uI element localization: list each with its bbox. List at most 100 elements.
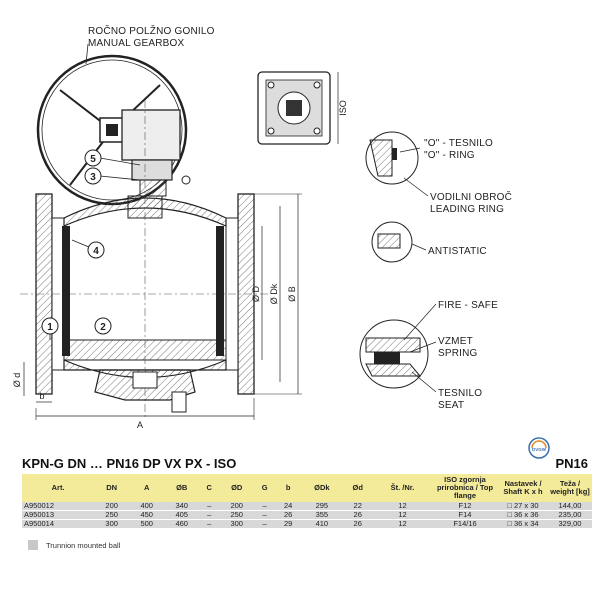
table-cell: 26 xyxy=(342,519,374,529)
table-cell: 24 xyxy=(275,502,302,511)
table-cell: – xyxy=(254,502,276,511)
table-cell: A950013 xyxy=(22,510,95,520)
leading-ring-label-sl: VODILNI OBROČ xyxy=(430,190,512,203)
callout-2: 2 xyxy=(100,322,106,333)
o-seal-label-sl: "O" - TESNILO xyxy=(424,138,493,149)
table-cell: □ 27 x 30 xyxy=(498,502,548,511)
seat-label-sl: TESNILO xyxy=(438,388,482,399)
table-cell: □ 36 x 36 xyxy=(498,510,548,520)
table-cell: 200 xyxy=(219,502,255,511)
col-d-small: Ød xyxy=(342,474,374,502)
table-cell: 300 xyxy=(219,519,255,529)
legend: Trunnion mounted ball xyxy=(28,540,120,550)
svg-text:DVGW: DVGW xyxy=(532,447,547,452)
table-cell: 26 xyxy=(275,510,302,520)
col-art: Art. xyxy=(22,474,95,502)
col-weight: Teža / weight [kg] xyxy=(548,474,592,502)
col-b-dia: ØB xyxy=(164,474,200,502)
col-iso: ISO zgornja prirobnica / Top flange xyxy=(432,474,498,502)
fire-safe-label: FIRE - SAFE xyxy=(438,300,498,311)
table-cell: F14/16 xyxy=(432,519,498,529)
detail-o-ring: "O" - TESNILO "O" - RING VODILNI OBROČ L… xyxy=(365,131,512,215)
dim-d: Ø d xyxy=(12,373,22,388)
table-cell: 500 xyxy=(129,519,165,529)
dim-dd: Ø D xyxy=(251,286,261,303)
table-cell: □ 36 x 34 xyxy=(498,519,548,529)
table-cell: 250 xyxy=(219,510,255,520)
gearbox-label-en: MANUAL GEARBOX xyxy=(88,38,184,49)
dim-a: A xyxy=(137,420,143,430)
valve-body xyxy=(20,100,270,420)
table-cell: 12 xyxy=(373,502,432,511)
col-g: G xyxy=(254,474,276,502)
callout-3: 3 xyxy=(90,172,96,183)
table-cell: 355 xyxy=(301,510,343,520)
table-cell: – xyxy=(199,510,220,520)
table-cell: 29 xyxy=(275,519,302,529)
col-dk: ØDk xyxy=(301,474,343,502)
col-c: C xyxy=(199,474,220,502)
col-d-dia: ØD xyxy=(219,474,255,502)
table-cell: 26 xyxy=(342,510,374,520)
o-seal-label-en: "O" - RING xyxy=(424,150,475,161)
table-cell: 410 xyxy=(301,519,343,529)
pressure-rating: PN16 xyxy=(555,456,588,471)
table-cell: – xyxy=(199,519,220,529)
product-title: KPN-G DN … PN16 DP VX PX - ISO xyxy=(22,456,237,471)
table-header-row: Art. DN A ØB C ØD G b ØDk Ød Št. /Nr. IS… xyxy=(22,474,592,502)
leading-ring-label-en: LEADING RING xyxy=(430,204,504,215)
gearbox-body xyxy=(121,109,181,197)
table-cell: – xyxy=(199,502,220,511)
table-cell: F14 xyxy=(432,510,498,520)
table-cell: – xyxy=(254,510,276,520)
callout-5: 5 xyxy=(90,154,96,165)
table-cell: 405 xyxy=(164,510,200,520)
table-cell: 450 xyxy=(129,510,165,520)
callout-4: 4 xyxy=(93,246,99,257)
legend-swatch xyxy=(28,540,38,550)
table-cell: 200 xyxy=(94,502,130,511)
col-nr: Št. /Nr. xyxy=(373,474,432,502)
detail-antistatic: ANTISTATIC xyxy=(371,221,487,263)
table-cell: 250 xyxy=(94,510,130,520)
table-cell: 12 xyxy=(373,519,432,529)
dim-bb: Ø B xyxy=(287,286,297,302)
table-cell: A950014 xyxy=(22,519,95,529)
table-cell: F12 xyxy=(432,502,498,511)
technical-drawing: 4 1 2 3 5 ROČNO POLŽNO GONILO MANUAL GEA… xyxy=(12,24,512,430)
table-cell: 235,00 xyxy=(548,510,592,520)
antistatic-label: ANTISTATIC xyxy=(428,246,487,257)
table-cell: 144,00 xyxy=(548,502,592,511)
dvgw-logo: DVGW xyxy=(528,437,550,459)
col-shaft: Nastavek / Shaft K x h xyxy=(498,474,548,502)
callout-markers: 4 1 2 3 5 xyxy=(41,149,141,340)
dim-b: b xyxy=(39,391,44,401)
col-b: b xyxy=(275,474,302,502)
seat-label-en: SEAT xyxy=(438,400,464,411)
iso-label: ISO xyxy=(338,100,348,116)
table-cell: 300 xyxy=(94,519,130,529)
iso-flange-view: ISO xyxy=(257,71,348,145)
detail-fire-safe: FIRE - SAFE VZMET SPRING TESNILO SEAT xyxy=(359,300,498,411)
col-a: A xyxy=(129,474,165,502)
legend-text: Trunnion mounted ball xyxy=(46,540,121,550)
spring-label-en: SPRING xyxy=(438,348,478,359)
dimension-lines: A b Ø d Ø D Ø Dk Ø B xyxy=(12,193,302,430)
table-cell: 22 xyxy=(342,502,374,511)
table-cell: 295 xyxy=(301,502,343,511)
table-cell: 12 xyxy=(373,510,432,520)
table-cell: 400 xyxy=(129,502,165,511)
spec-table: Art. DN A ØB C ØD G b ØDk Ød Št. /Nr. IS… xyxy=(22,474,592,529)
callout-1: 1 xyxy=(47,322,53,333)
table-cell: 460 xyxy=(164,519,200,529)
gearbox-label-sl: ROČNO POLŽNO GONILO xyxy=(88,24,215,37)
table-cell: 340 xyxy=(164,502,200,511)
table-cell: 329,00 xyxy=(548,519,592,529)
dim-dk: Ø Dk xyxy=(269,283,279,304)
col-dn: DN xyxy=(94,474,130,502)
spring-label-sl: VZMET xyxy=(438,336,473,347)
table-cell: A950012 xyxy=(22,502,95,511)
